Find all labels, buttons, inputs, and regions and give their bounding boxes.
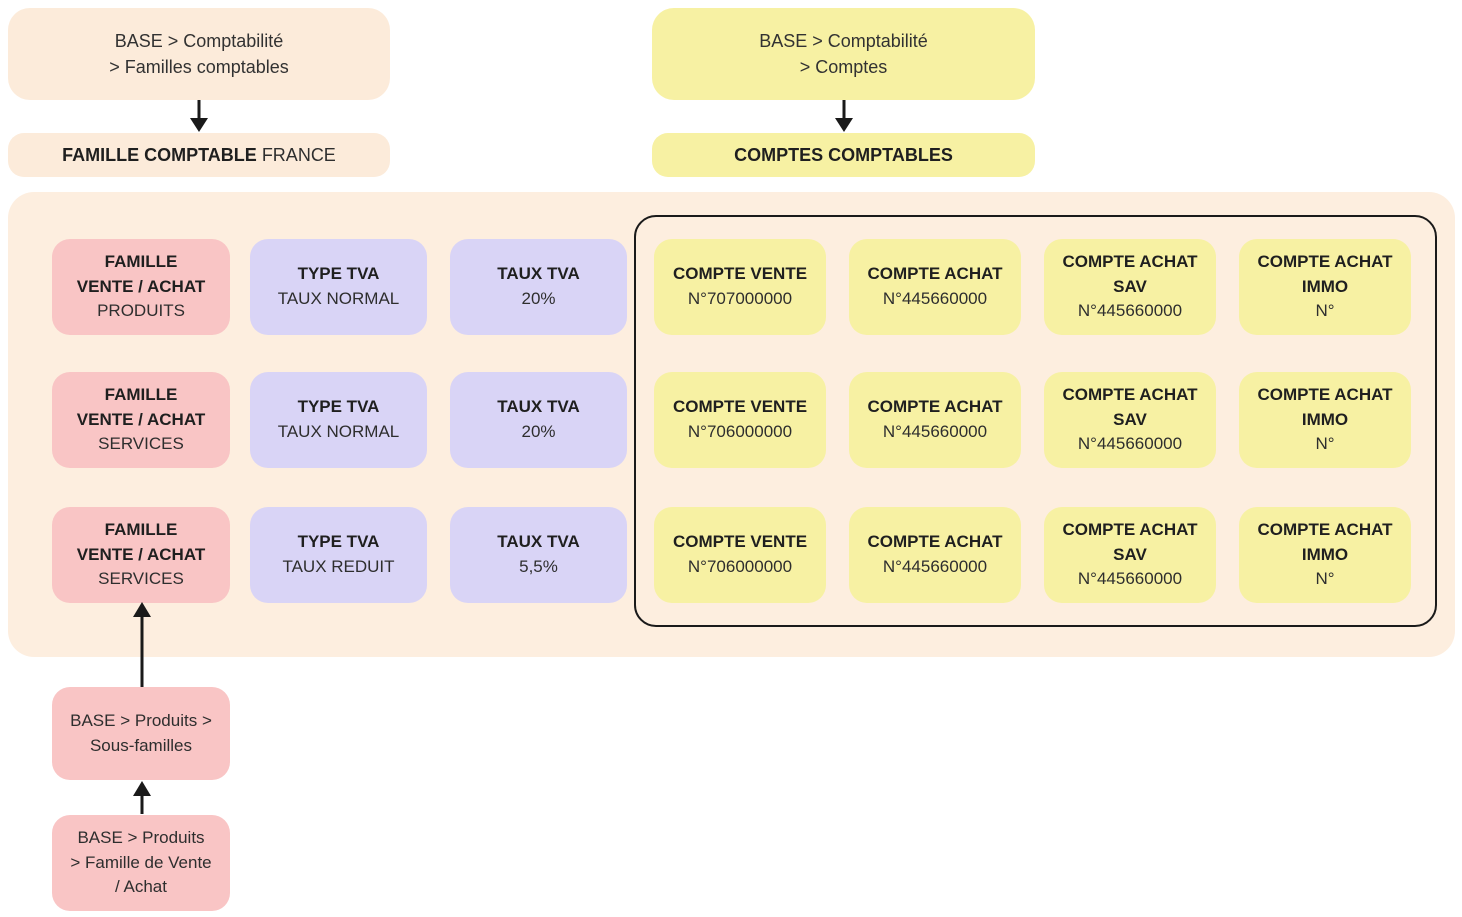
box-value: N° [1315, 569, 1335, 589]
compte-achat-box: COMPTE ACHAT N°445660000 [849, 507, 1021, 603]
box-title: TYPE TVA [297, 532, 380, 552]
compte-achat-box: COMPTE ACHAT N°445660000 [849, 239, 1021, 335]
breadcrumb-sous-familles: BASE > Produits > Sous-familles [52, 687, 230, 780]
compte-achat-sav-box: COMPTE ACHAT SAV N°445660000 [1044, 372, 1216, 468]
famille-comptable-country: FRANCE [256, 144, 336, 165]
breadcrumb-text: BASE > Produits > Sous-familles [70, 710, 212, 755]
taux-tva-box: TAUX TVA 20% [450, 239, 627, 335]
box-value: N° [1315, 301, 1335, 321]
famille-vente-achat-box: FAMILLE VENTE / ACHAT PRODUITS [52, 239, 230, 335]
box-value: N°707000000 [687, 289, 793, 308]
breadcrumb-text: BASE > Comptabilité > Familles comptable… [109, 30, 289, 77]
box-value: N°445660000 [1077, 434, 1183, 454]
arrow-up-icon [131, 602, 153, 692]
box-title: FAMILLE VENTE / ACHAT [76, 385, 206, 429]
box-value: N°445660000 [882, 289, 988, 308]
box-value: PRODUITS [97, 301, 185, 321]
box-value: N°706000000 [687, 422, 793, 441]
box-title: COMPTE ACHAT [867, 264, 1003, 284]
box-title: TYPE TVA [297, 397, 380, 417]
type-tva-box: TYPE TVA TAUX NORMAL [250, 372, 427, 468]
taux-tva-box: TAUX TVA 20% [450, 372, 627, 468]
compte-achat-immo-box: COMPTE ACHAT IMMO N° [1239, 239, 1411, 335]
box-title: COMPTE VENTE [672, 532, 808, 552]
box-value: N°445660000 [1077, 569, 1183, 589]
box-value: SERVICES [98, 434, 184, 454]
box-title: COMPTE ACHAT [867, 397, 1003, 417]
famille-vente-achat-box: FAMILLE VENTE / ACHAT SERVICES [52, 507, 230, 603]
box-value: 20% [521, 422, 556, 441]
box-value: 5,5% [519, 557, 558, 576]
type-tva-box: TYPE TVA TAUX NORMAL [250, 239, 427, 335]
comptes-comptables-label: COMPTES COMPTABLES [734, 144, 953, 165]
breadcrumb-familles-comptables: BASE > Comptabilité > Familles comptable… [8, 8, 390, 100]
comptes-comptables-box: COMPTES COMPTABLES [652, 133, 1035, 177]
arrow-down-icon [188, 100, 210, 137]
box-value: 20% [521, 289, 556, 308]
box-title: COMPTE ACHAT SAV [1062, 385, 1198, 429]
breadcrumb-text: BASE > Comptabilité > Comptes [759, 30, 928, 77]
breadcrumb-text: BASE > Produits > Famille de Vente / Ach… [70, 828, 212, 897]
compte-vente-box: COMPTE VENTE N°707000000 [654, 239, 826, 335]
box-title: TAUX TVA [497, 532, 580, 552]
box-value: SERVICES [98, 569, 184, 589]
box-title: COMPTE ACHAT IMMO [1257, 252, 1393, 296]
box-value: TAUX NORMAL [277, 422, 400, 441]
compte-vente-box: COMPTE VENTE N°706000000 [654, 372, 826, 468]
box-title: COMPTE ACHAT SAV [1062, 520, 1198, 564]
box-value: TAUX REDUIT [282, 557, 395, 576]
box-title: COMPTE VENTE [672, 264, 808, 284]
box-title: COMPTE ACHAT [867, 532, 1003, 552]
breadcrumb-famille-vente-achat: BASE > Produits > Famille de Vente / Ach… [52, 815, 230, 911]
compte-achat-immo-box: COMPTE ACHAT IMMO N° [1239, 507, 1411, 603]
taux-tva-box: TAUX TVA 5,5% [450, 507, 627, 603]
box-title: TAUX TVA [497, 264, 580, 284]
arrow-up-icon [131, 781, 153, 819]
box-title: FAMILLE VENTE / ACHAT [76, 520, 206, 564]
box-title: TAUX TVA [497, 397, 580, 417]
box-title: TYPE TVA [297, 264, 380, 284]
compte-vente-box: COMPTE VENTE N°706000000 [654, 507, 826, 603]
compte-achat-sav-box: COMPTE ACHAT SAV N°445660000 [1044, 239, 1216, 335]
famille-vente-achat-box: FAMILLE VENTE / ACHAT SERVICES [52, 372, 230, 468]
famille-comptable-label: FAMILLE COMPTABLE [62, 144, 257, 165]
box-value: N° [1315, 434, 1335, 454]
box-title: COMPTE ACHAT SAV [1062, 252, 1198, 296]
box-value: TAUX NORMAL [277, 289, 400, 308]
famille-comptable-france-box: FAMILLE COMPTABLE FRANCE [8, 133, 390, 177]
box-title: COMPTE ACHAT IMMO [1257, 520, 1393, 564]
box-value: N°445660000 [1077, 301, 1183, 321]
box-title: COMPTE VENTE [672, 397, 808, 417]
compte-achat-sav-box: COMPTE ACHAT SAV N°445660000 [1044, 507, 1216, 603]
box-value: N°445660000 [882, 422, 988, 441]
box-value: N°445660000 [882, 557, 988, 576]
box-title: COMPTE ACHAT IMMO [1257, 385, 1393, 429]
breadcrumb-comptes: BASE > Comptabilité > Comptes [652, 8, 1035, 100]
comptes-group-frame [634, 215, 1437, 627]
compte-achat-box: COMPTE ACHAT N°445660000 [849, 372, 1021, 468]
type-tva-box: TYPE TVA TAUX REDUIT [250, 507, 427, 603]
arrow-down-icon [833, 100, 855, 137]
compte-achat-immo-box: COMPTE ACHAT IMMO N° [1239, 372, 1411, 468]
box-value: N°706000000 [687, 557, 793, 576]
box-title: FAMILLE VENTE / ACHAT [76, 252, 206, 296]
